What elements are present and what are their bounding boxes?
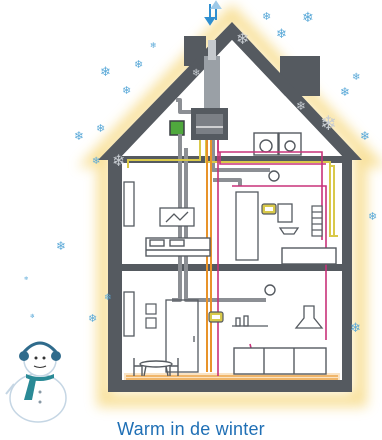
roof-duct <box>204 56 220 108</box>
svg-text:❄: ❄ <box>360 129 370 143</box>
svg-text:❄: ❄ <box>134 58 143 71</box>
control-box-icon <box>170 121 184 135</box>
svg-text:❄: ❄ <box>74 129 84 143</box>
svg-text:❄: ❄ <box>320 111 337 135</box>
svg-text:❄: ❄ <box>340 85 350 99</box>
svg-text:❄: ❄ <box>104 293 112 303</box>
heat-pump-panel <box>196 114 223 134</box>
svg-text:❄: ❄ <box>236 29 249 48</box>
bathtub-icon <box>282 248 336 264</box>
svg-text:❄: ❄ <box>122 84 131 97</box>
air-valve-icon <box>269 171 279 181</box>
svg-text:❄: ❄ <box>96 122 105 135</box>
svg-text:❄: ❄ <box>192 68 200 79</box>
svg-text:❄: ❄ <box>352 72 360 83</box>
svg-text:❄: ❄ <box>368 210 377 223</box>
svg-text:❄: ❄ <box>302 10 314 26</box>
ground-floor-window <box>124 292 134 336</box>
svg-text:❄: ❄ <box>296 99 306 113</box>
svg-text:❄: ❄ <box>100 65 111 80</box>
svg-text:❄: ❄ <box>56 239 66 253</box>
svg-text:❄: ❄ <box>276 27 287 42</box>
svg-text:❄: ❄ <box>350 321 361 336</box>
bedroom-window <box>124 182 134 226</box>
svg-text:❄: ❄ <box>30 313 35 320</box>
bed-icon <box>146 238 210 256</box>
svg-text:❄: ❄ <box>88 312 97 325</box>
kitchen-counter-icon <box>234 348 326 374</box>
svg-text:❄: ❄ <box>112 151 125 170</box>
ground-floor-slab <box>108 380 352 392</box>
snowman-icon <box>6 343 66 422</box>
svg-text:❄: ❄ <box>150 41 157 50</box>
bedroom-artwork <box>160 208 194 226</box>
air-valve-icon <box>265 285 275 295</box>
svg-text:❄: ❄ <box>24 276 28 282</box>
caption: Warm in de winter <box>0 419 382 440</box>
svg-text:❄: ❄ <box>92 156 100 167</box>
svg-text:❄: ❄ <box>262 10 271 23</box>
towel-radiator-icon <box>312 206 322 236</box>
middle-floor <box>122 264 342 271</box>
